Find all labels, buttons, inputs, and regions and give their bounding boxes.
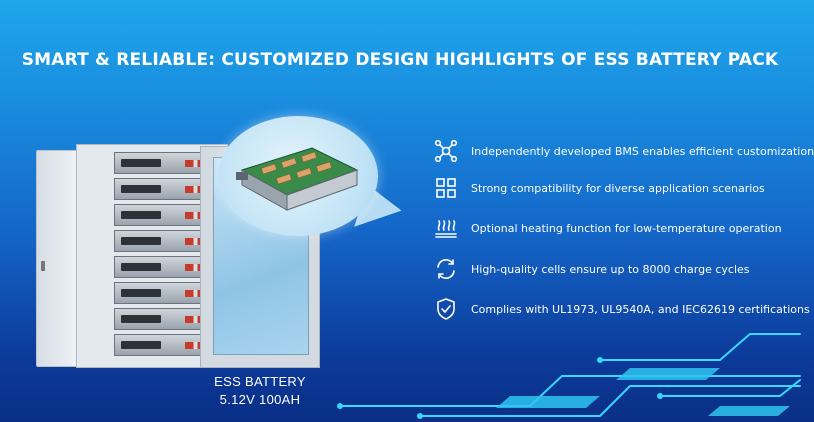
circuit-lines-decoration: [337, 333, 801, 419]
product-name: ESS BATTERY: [214, 374, 306, 389]
feature-text: Independently developed BMS enables effi…: [471, 144, 814, 158]
cycle-arrows-icon: [437, 259, 455, 279]
feature-item: High-quality cells ensure up to 8000 cha…: [433, 256, 793, 282]
feature-item: Complies with UL1973, UL9540A, and IEC62…: [433, 296, 810, 322]
shield-check-icon: [437, 298, 455, 320]
feature-item: Strong compatibility for diverse applica…: [433, 175, 793, 201]
product-spec: 5.12V 100AH: [219, 392, 301, 407]
feature-text: Complies with UL1973, UL9540A, and IEC62…: [471, 302, 810, 316]
battery-module: [114, 334, 224, 356]
network-nodes-icon: [434, 139, 458, 163]
page-title: SMART & RELIABLE: CUSTOMIZED DESIGN HIGH…: [21, 50, 779, 70]
battery-module: [114, 308, 224, 330]
bms-board-image: [236, 147, 359, 211]
battery-module: [114, 256, 224, 278]
feature-text: High-quality cells ensure up to 8000 cha…: [471, 262, 750, 276]
cabinet-side-panel: [36, 150, 78, 367]
feature-item: Optional heating function for low-temper…: [433, 215, 793, 241]
battery-module: [114, 204, 224, 226]
battery-module: [114, 230, 224, 252]
feature-item: Independently developed BMS enables effi…: [433, 138, 814, 164]
battery-module: [114, 282, 224, 304]
cabinet-lock-icon: [41, 261, 45, 271]
battery-module: [114, 178, 224, 200]
heating-waves-icon: [435, 220, 457, 238]
feature-text: Optional heating function for low-temper…: [471, 221, 782, 235]
grid-squares-icon: [436, 178, 456, 198]
feature-text: Strong compatibility for diverse applica…: [471, 181, 765, 195]
